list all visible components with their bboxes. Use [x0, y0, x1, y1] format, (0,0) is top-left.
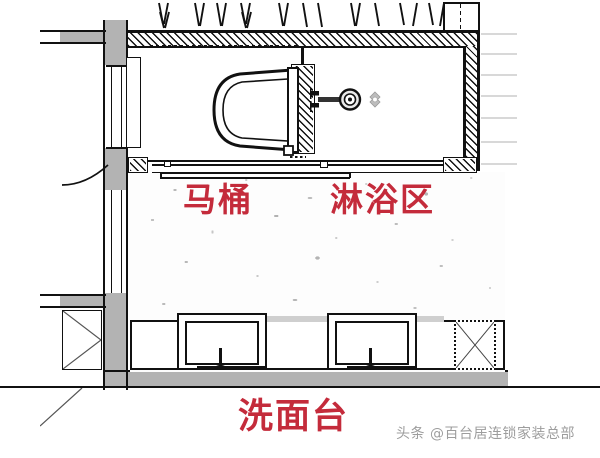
- right-wall-inner-line: [463, 46, 466, 171]
- ceiling-tick-marks-group: [155, 2, 455, 29]
- left-adjacent-wall-line-2top: [40, 294, 106, 296]
- door-leaf-line-a: [111, 65, 113, 148]
- left-adjacent-wall-upper: [60, 32, 106, 42]
- dimension-tick-1: [481, 33, 517, 35]
- right-wall-outer-line: [477, 30, 480, 171]
- door-leaf-cap-bottom: [106, 147, 126, 149]
- left-structural-wall-lower: [104, 148, 128, 190]
- left-wall-inner-edge: [126, 20, 129, 390]
- glass-door-handle-left: [164, 161, 171, 167]
- dimension-tick-6: [481, 141, 517, 143]
- left-adjacent-wall-line-2bot: [40, 306, 106, 308]
- leader-dashed-center: [460, 4, 462, 30]
- glass-rail-dotted-marker: [290, 155, 306, 158]
- glass-partition-post-right-hatch: [445, 159, 475, 171]
- exterior-diagonal-line: [39, 387, 84, 428]
- top-wall-outer-line: [128, 30, 480, 33]
- glass-panel-slider-top: [160, 172, 350, 174]
- zone-label-shower: 淋浴区: [330, 180, 435, 219]
- left-adjacent-wall-line-bot: [40, 42, 106, 44]
- leader-line-top: [443, 2, 479, 4]
- vanity-faucet-right-stem: [369, 348, 373, 368]
- glass-partition-post-left-hatch: [130, 159, 146, 171]
- left-adjacent-wall-mid: [60, 296, 106, 306]
- tall-storage-cabinet: [454, 320, 496, 370]
- door-leaf-line-b: [121, 65, 123, 148]
- zone-label-vanity: 洗面台: [238, 397, 350, 437]
- door-opening-void-upper: [106, 190, 126, 293]
- dimension-tick-2: [481, 53, 517, 55]
- glass-panel-outer-top: [152, 164, 443, 166]
- glass-slider-end-right: [349, 172, 351, 178]
- bottom-structural-slab: [104, 372, 508, 386]
- glass-door-handle-right: [320, 161, 328, 168]
- top-wall-hatched-body: [128, 32, 480, 46]
- dimension-tick-3: [481, 74, 517, 76]
- glass-rail-upper: [148, 160, 443, 162]
- shower-fixture-group: [308, 82, 390, 122]
- exterior-cabinet-box: [62, 310, 102, 370]
- door-jamb-extension: [127, 57, 141, 148]
- door-swing-arc: [61, 163, 110, 187]
- left-structural-wall: [104, 20, 128, 65]
- vanity-apron-right: [347, 366, 415, 369]
- watermark-text: 头条 @百台居连锁家装总部: [396, 426, 575, 442]
- door-void-line-b: [121, 190, 123, 293]
- entry-door-leaf: [106, 65, 126, 148]
- partition-support-post: [301, 47, 304, 65]
- right-wall-hatched-body: [465, 46, 477, 171]
- top-wall-dotted-marker: [150, 45, 300, 47]
- dimension-tick-7: [481, 163, 517, 165]
- bottom-slab-edge-bottom: [0, 386, 600, 388]
- left-wall-outer-edge: [103, 20, 106, 390]
- vanity-faucet-left-stem: [219, 348, 223, 368]
- vanity-backsplash: [178, 316, 444, 322]
- dimension-tick-5: [481, 117, 517, 119]
- glass-slider-end-left: [160, 172, 162, 178]
- leader-line-right: [478, 2, 480, 31]
- left-adjacent-wall-line-top: [40, 30, 106, 32]
- zone-label-toilet: 马桶: [183, 180, 253, 219]
- wall-hung-toilet: [200, 60, 300, 160]
- vanity-apron-left: [197, 366, 265, 369]
- door-leaf-cap-top: [106, 65, 126, 67]
- leader-line-left: [443, 2, 445, 31]
- top-wall-inner-line: [128, 45, 480, 48]
- dimension-tick-4: [481, 95, 517, 97]
- glass-panel-slider-bot: [160, 177, 350, 179]
- door-void-line-a: [111, 190, 113, 293]
